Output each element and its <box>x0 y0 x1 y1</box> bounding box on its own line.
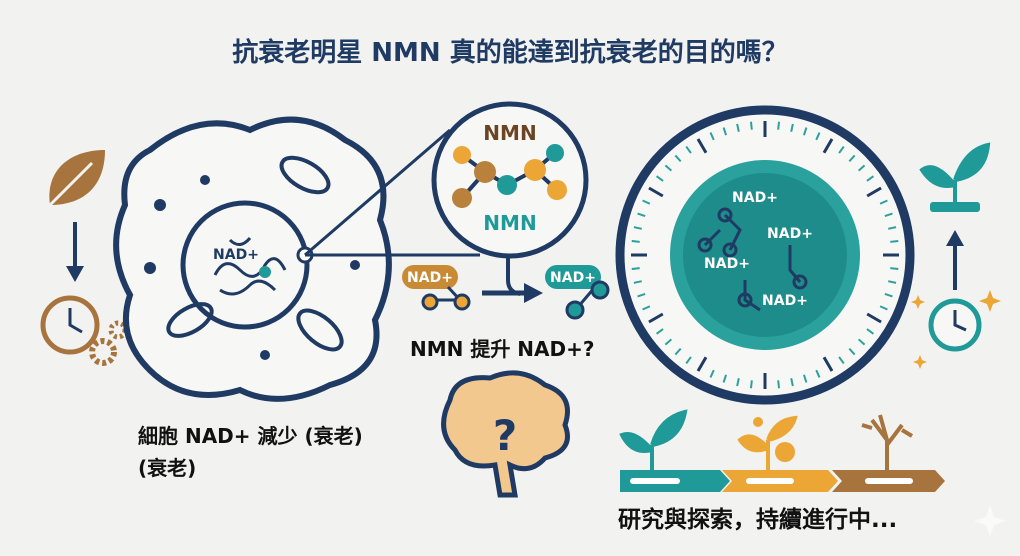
clock-tick <box>802 127 808 136</box>
clock-tick <box>637 292 646 298</box>
clock-tick <box>879 305 888 311</box>
timeline-caption: 研究與探索，持續進行中... <box>618 507 898 533</box>
clock-tick <box>866 175 874 182</box>
clock-tick <box>736 123 740 132</box>
clock-tick <box>777 380 781 389</box>
clock-sparkle-icon <box>911 290 1001 369</box>
clock-nad-label-3: NAD+ <box>704 256 750 272</box>
clock-tick <box>648 312 664 324</box>
clock-tick <box>815 369 821 378</box>
conversion-caption: NMN 提升 NAD+? <box>410 337 595 361</box>
clock-tick <box>888 280 897 284</box>
clock-tick <box>696 138 708 154</box>
clock-tick <box>838 146 845 154</box>
arrow-up-icon <box>946 230 964 290</box>
clock-tick <box>696 356 708 372</box>
clock-tick <box>749 380 753 389</box>
cell-caption-line1: 細胞 NAD+ 減少 (衰老) <box>138 424 363 448</box>
sprout-icon <box>919 142 991 212</box>
nad-molecule-teal <box>545 265 610 320</box>
clock-tick <box>674 154 682 163</box>
nad-to-label: NAD+ <box>550 270 596 286</box>
clock-tick <box>722 374 728 383</box>
clock-tick <box>890 239 899 243</box>
cell-caption-line2: (衰老) <box>138 456 197 480</box>
clock-tick <box>685 356 692 364</box>
clock-diagram <box>615 105 915 405</box>
nad-molecule-orange <box>402 265 471 311</box>
clock-tick <box>631 267 640 271</box>
clock-nad-label-1: NAD+ <box>732 190 778 206</box>
clock-tick <box>815 132 821 141</box>
clock-tick <box>777 121 781 130</box>
clock-tick <box>857 164 866 172</box>
clock-tick <box>656 175 664 182</box>
clock-tick <box>866 328 874 335</box>
clock-nad-label-4: NAD+ <box>762 293 808 309</box>
clock-tick <box>709 369 715 378</box>
nucleus-nad-label: NAD+ <box>213 247 259 263</box>
clock-tick <box>822 356 834 372</box>
clock-tick <box>685 146 692 154</box>
clock-tick <box>637 212 646 218</box>
autumn-leaf-icon <box>48 150 105 207</box>
clock-tick <box>890 267 899 271</box>
clock-tick <box>884 292 893 298</box>
clock-tick <box>642 305 651 311</box>
sparkle-watermark-icon <box>974 505 1006 537</box>
cell-diagram <box>113 116 392 402</box>
clock-tick <box>879 199 888 205</box>
nmn-magnifier <box>431 101 589 296</box>
clock-tick <box>790 123 794 132</box>
arrow-down-icon <box>66 222 84 282</box>
clock-tick <box>866 186 882 198</box>
nmn-top-label: NMN <box>483 121 536 145</box>
brain-question-icon: ? <box>441 370 570 498</box>
clock-tick <box>838 356 845 364</box>
clock-tick <box>848 154 856 163</box>
clock-tick <box>888 226 897 230</box>
clock-tick <box>736 378 740 387</box>
clock-tick <box>648 186 664 198</box>
growth-timeline <box>619 409 945 492</box>
clock-tick <box>633 280 642 284</box>
arrow-right-icon <box>482 283 543 303</box>
clock-nad-label-2: NAD+ <box>767 226 813 242</box>
clock-tick <box>674 347 682 356</box>
clock-tick <box>749 121 753 130</box>
nad-from-label: NAD+ <box>407 270 453 286</box>
clock-tick <box>884 212 893 218</box>
clock-tick <box>822 138 834 154</box>
clock-tick <box>631 239 640 243</box>
svg-text:?: ? <box>493 411 517 460</box>
clock-tick <box>664 164 673 172</box>
clock-tick <box>642 199 651 205</box>
nmn-bottom-label: NMN <box>483 211 536 235</box>
clock-tick <box>664 338 673 346</box>
clock-tick <box>802 374 808 383</box>
clock-tick <box>790 378 794 387</box>
page-title: 抗衰老明星 NMN 真的能達到抗衰老的目的嗎？ <box>232 38 788 68</box>
clock-tick <box>866 312 882 324</box>
clock-tick <box>709 132 715 141</box>
clock-tick <box>848 347 856 356</box>
clock-tick <box>633 226 642 230</box>
clock-tick <box>722 127 728 136</box>
clock-tick <box>857 338 866 346</box>
clock-gears-icon <box>40 295 128 366</box>
clock-tick <box>656 328 664 335</box>
